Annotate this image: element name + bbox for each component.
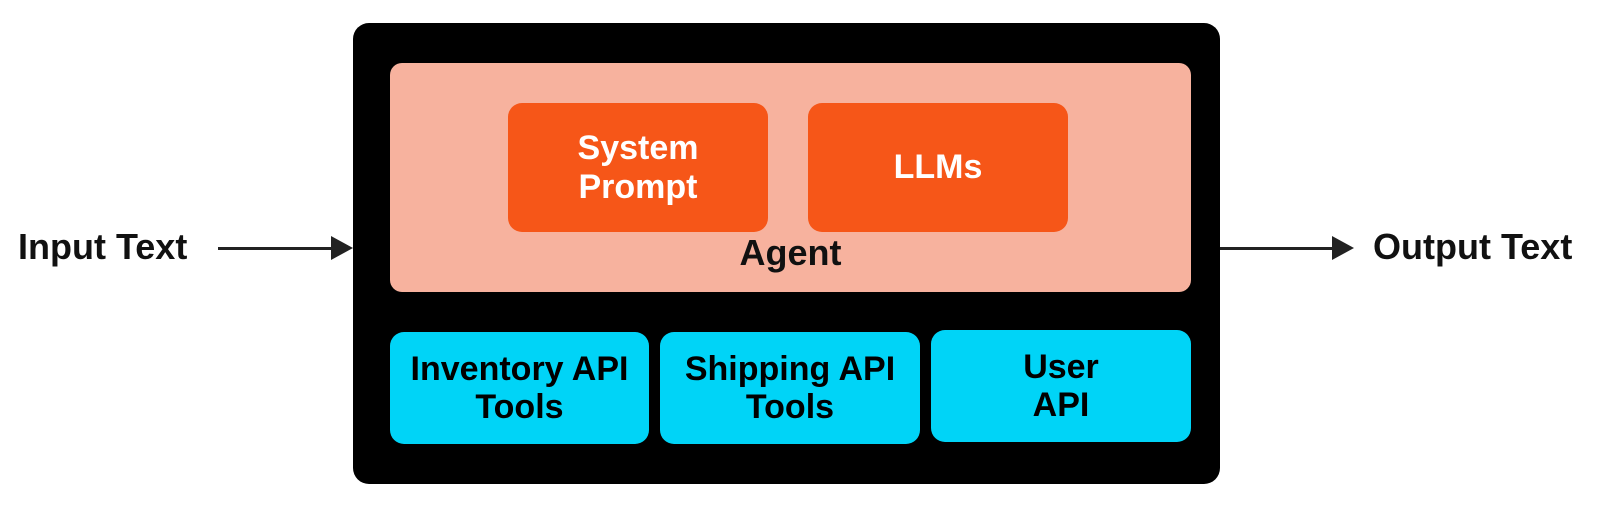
inventory-line2: Tools — [475, 388, 564, 426]
output-arrow-head-icon — [1332, 236, 1354, 260]
input-arrow-head-icon — [331, 236, 353, 260]
output-text-label: Output Text — [1373, 226, 1573, 267]
llms-label: LLMs — [893, 148, 983, 187]
shipping-line1: Shipping API — [684, 349, 896, 388]
inventory-api-tools-box: Inventory API Tools — [390, 332, 649, 444]
shipping-line2: Tools — [745, 388, 835, 426]
inventory-line1: Inventory API — [410, 349, 629, 388]
user-api-line1: User — [1023, 347, 1099, 386]
llms-box: LLMs — [808, 103, 1068, 232]
shipping-api-tools-box: Shipping API Tools — [660, 332, 920, 444]
user-api-box: User API — [931, 330, 1191, 442]
input-arrow-line — [218, 247, 334, 250]
system-prompt-line1: System — [577, 129, 699, 168]
agent-label: Agent — [739, 232, 842, 273]
system-prompt-box: System Prompt — [508, 103, 768, 232]
system-prompt-line2: Prompt — [578, 167, 698, 206]
user-api-line2: API — [1032, 386, 1090, 424]
input-text-label: Input Text — [18, 226, 188, 267]
output-arrow-line — [1220, 247, 1334, 250]
